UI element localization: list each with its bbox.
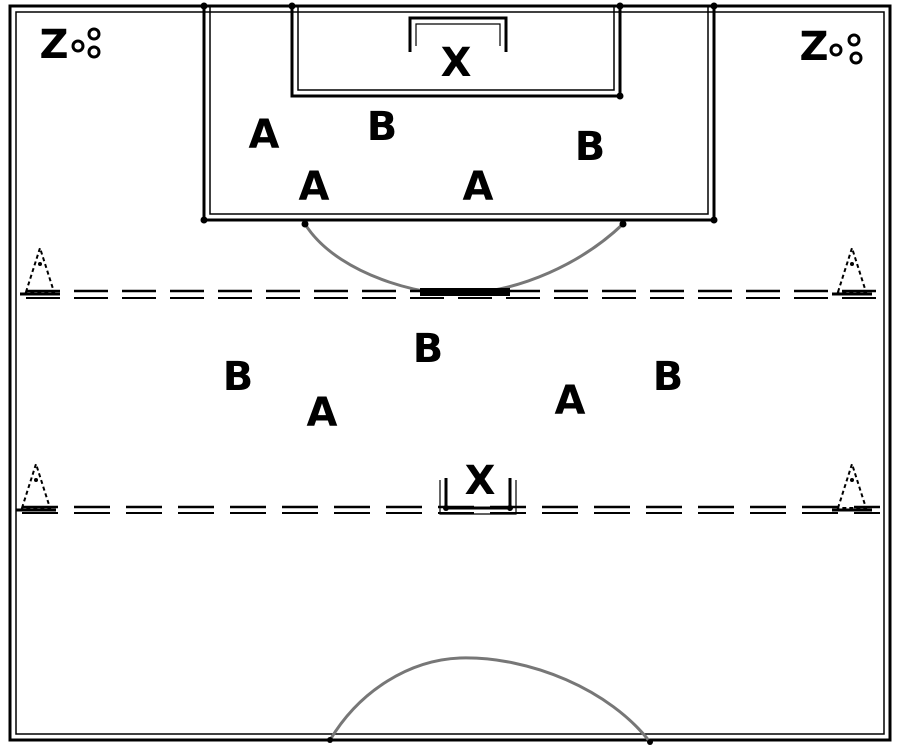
penalty-arc	[301, 220, 627, 296]
player-b: B	[575, 124, 606, 170]
ball-icon	[829, 33, 863, 65]
zone-label-right: Z	[799, 24, 828, 70]
goal-icon	[408, 16, 508, 52]
player-b: B	[367, 104, 398, 150]
centre-circle-arc	[327, 656, 653, 745]
player-a: A	[307, 390, 338, 436]
cone-icon	[832, 244, 872, 296]
goalkeeper-top: X	[441, 40, 472, 86]
player-a: A	[249, 112, 280, 158]
dashed-line-upper	[26, 288, 880, 299]
cone-icon	[20, 244, 60, 296]
pitch-boundary	[8, 4, 892, 742]
player-b: B	[223, 354, 254, 400]
player-a: A	[463, 164, 494, 210]
cone-icon	[16, 460, 56, 512]
player-a: A	[299, 164, 330, 210]
goalkeeper-middle: X	[465, 458, 496, 504]
zone-label-left: Z	[39, 22, 68, 68]
goal-area	[288, 2, 624, 100]
cone-icon	[832, 460, 872, 512]
ball-icon	[71, 27, 101, 59]
player-b: B	[653, 354, 684, 400]
penalty-area	[200, 2, 718, 224]
player-a: A	[555, 378, 586, 424]
goal-icon	[439, 478, 517, 515]
pitch-boundary-inner	[15, 11, 885, 735]
player-b: B	[413, 326, 444, 372]
